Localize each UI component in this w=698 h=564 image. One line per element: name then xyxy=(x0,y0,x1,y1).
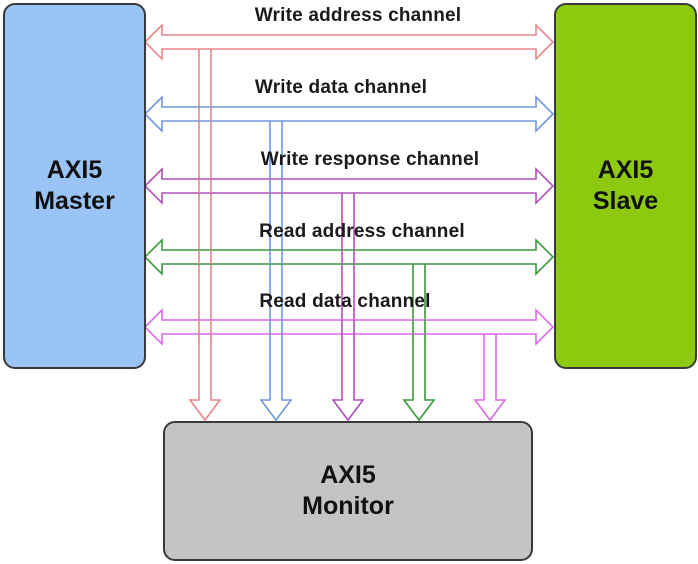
write-data-channel-label: Write data channel xyxy=(254,77,428,98)
write-data-channel-arrow xyxy=(143,95,555,133)
write-address-monitor-tap xyxy=(188,49,222,422)
write-address-monitor-arrow xyxy=(188,333,222,422)
write-data-monitor-tap xyxy=(259,121,293,422)
slave-subtitle: Slave xyxy=(592,187,659,215)
master-subtitle: Master xyxy=(34,187,115,215)
axi5-master-block: AXI5 Master xyxy=(3,3,146,369)
axi5-monitor-block: AXI5 Monitor xyxy=(163,421,533,561)
monitor-title: AXI5 xyxy=(320,461,376,489)
read-address-monitor-arrow xyxy=(402,333,436,422)
write-response-monitor-tap xyxy=(331,193,365,422)
read-data-channel-arrow xyxy=(143,308,555,346)
write-data-monitor-arrow xyxy=(259,333,293,422)
read-address-channel-label: Read address channel xyxy=(259,221,465,242)
read-address-channel-arrow xyxy=(143,238,555,276)
read-data-channel-label: Read data channel xyxy=(259,291,431,312)
write-address-channel-label: Write address channel xyxy=(254,5,462,26)
master-title: AXI5 xyxy=(46,156,103,184)
write-response-channel-label: Write response channel xyxy=(260,149,480,170)
write-response-channel-arrow xyxy=(143,167,555,205)
read-data-monitor-tap xyxy=(473,333,507,422)
write-address-channel-arrow xyxy=(143,23,555,61)
slave-title: AXI5 xyxy=(597,156,654,184)
read-data-monitor-arrow xyxy=(473,333,507,422)
write-response-monitor-arrow xyxy=(331,333,365,422)
read-address-monitor-tap xyxy=(402,264,436,422)
monitor-subtitle: Monitor xyxy=(302,492,394,520)
axi5-slave-block: AXI5 Slave xyxy=(554,3,697,369)
